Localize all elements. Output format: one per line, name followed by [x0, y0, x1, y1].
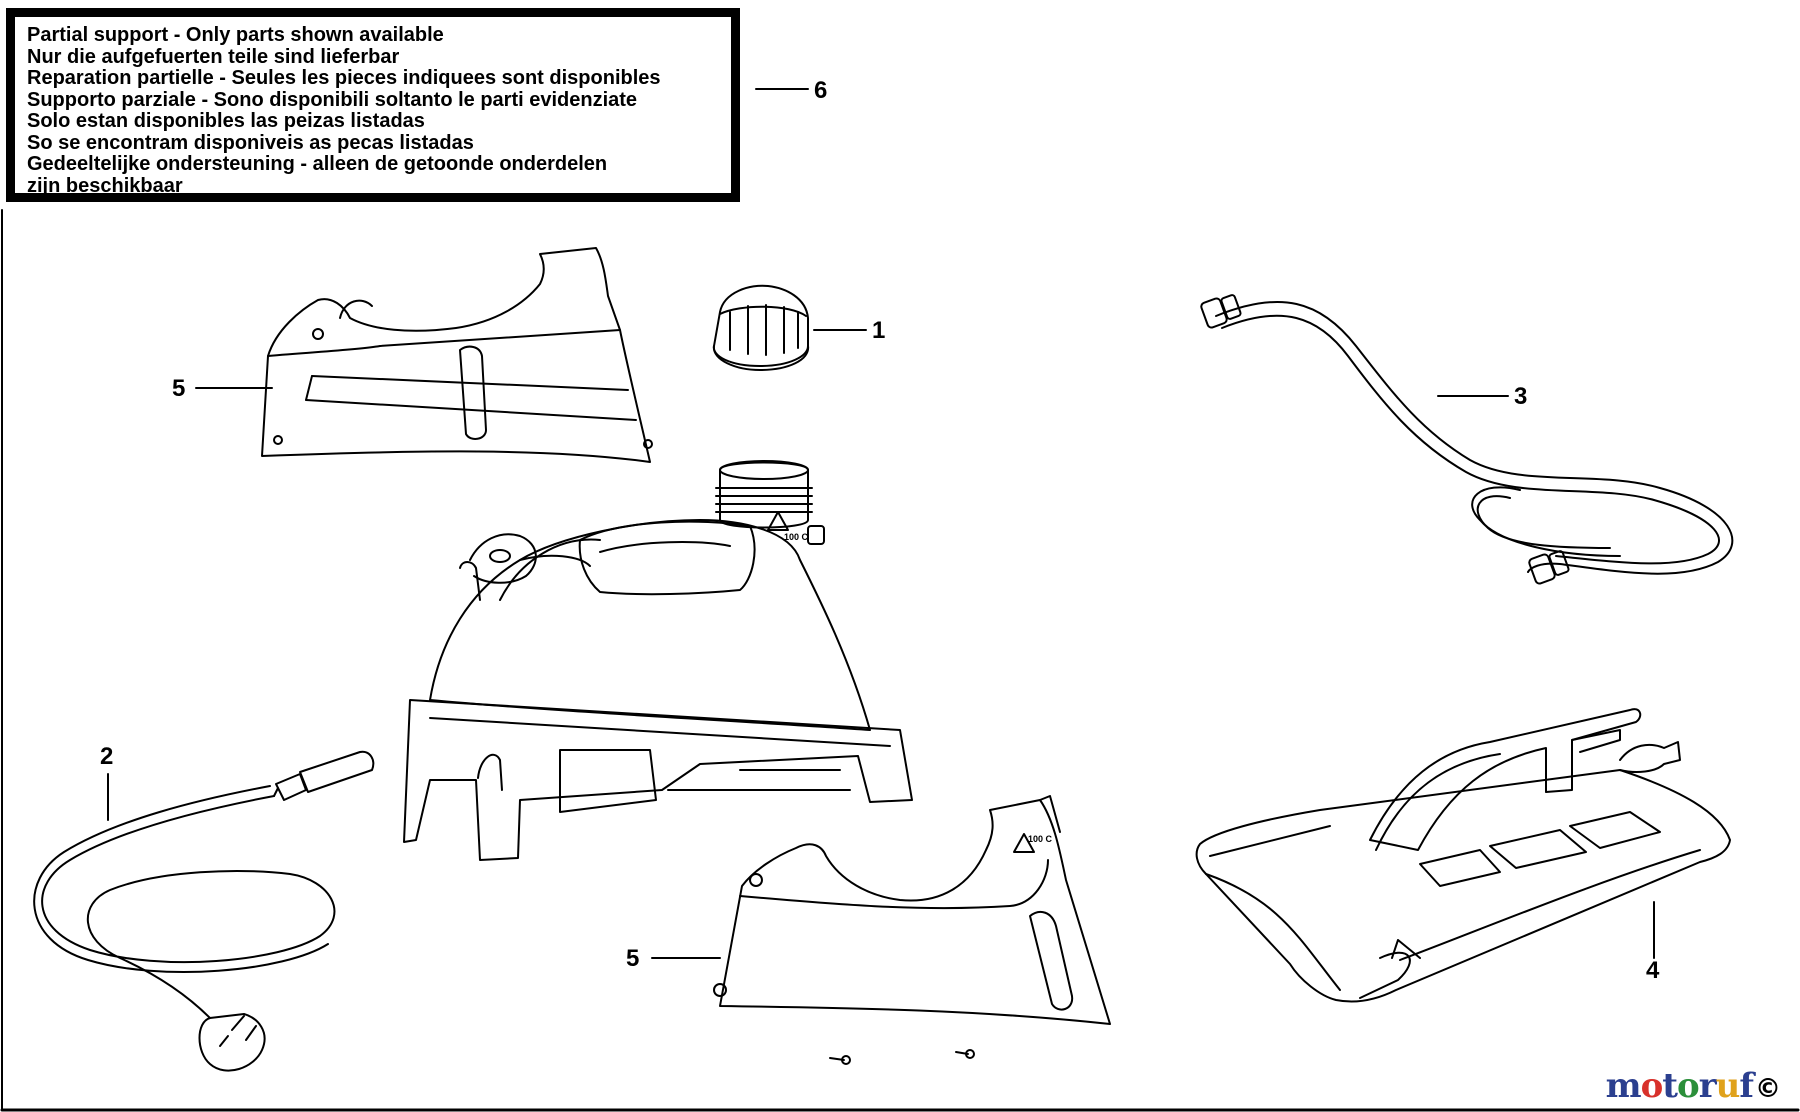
notice-line-nl-2: zijn beschikbaar	[27, 174, 183, 197]
part-iron-plate	[1195, 708, 1731, 1003]
watermark-letter: t	[1662, 1066, 1678, 1106]
watermark-letter: o	[1677, 1066, 1700, 1106]
notice-line-de: Nur die aufgefuerten teile sind lieferba…	[27, 45, 400, 68]
callout-5-bottom: 5	[626, 945, 639, 972]
callout-4: 4	[1646, 957, 1660, 984]
copyright-icon: ©	[1755, 1074, 1781, 1104]
notice-line-it: Supporto parziale - Sono disponibili sol…	[27, 88, 638, 111]
part-cover-bottom	[713, 795, 1111, 1025]
notice-line-en: Partial support - Only parts shown avail…	[27, 24, 444, 46]
part-hose	[1200, 294, 1734, 585]
callout-1: 1	[872, 317, 885, 344]
part-cap	[712, 284, 810, 371]
part-power-cord	[33, 750, 375, 1072]
callout-6: 6	[814, 77, 827, 104]
notice-line-fr: Reparation partielle - Seules les pieces…	[27, 67, 661, 89]
watermark-letter: f	[1739, 1066, 1754, 1106]
partial-support-notice: Partial support - Only parts shown avail…	[6, 8, 740, 202]
notice-line-nl: Gedeeltelijke ondersteuning - alleen de …	[27, 153, 608, 175]
part-base-unit	[403, 460, 913, 861]
callout-2: 2	[100, 743, 113, 770]
warning-label-temp-upper: 100 C	[784, 532, 809, 542]
part-cover-top	[261, 247, 653, 463]
watermark-letter: m	[1605, 1066, 1642, 1106]
notice-line-pt: So se encontram disponiveis as pecas lis…	[27, 131, 474, 154]
notice-line-es: Solo estan disponibles las peizas listad…	[27, 110, 425, 132]
warning-label-temp-lower: 100 C	[1028, 834, 1053, 844]
callout-5-top: 5	[172, 375, 185, 402]
motoruf-watermark: motoruf©	[1605, 1066, 1781, 1106]
watermark-letter: o	[1640, 1066, 1664, 1106]
callout-3: 3	[1514, 383, 1527, 410]
watermark-letter: r	[1698, 1066, 1717, 1106]
screw-right	[955, 1049, 975, 1059]
screw-left	[829, 1055, 851, 1065]
watermark-letter: u	[1715, 1066, 1741, 1106]
